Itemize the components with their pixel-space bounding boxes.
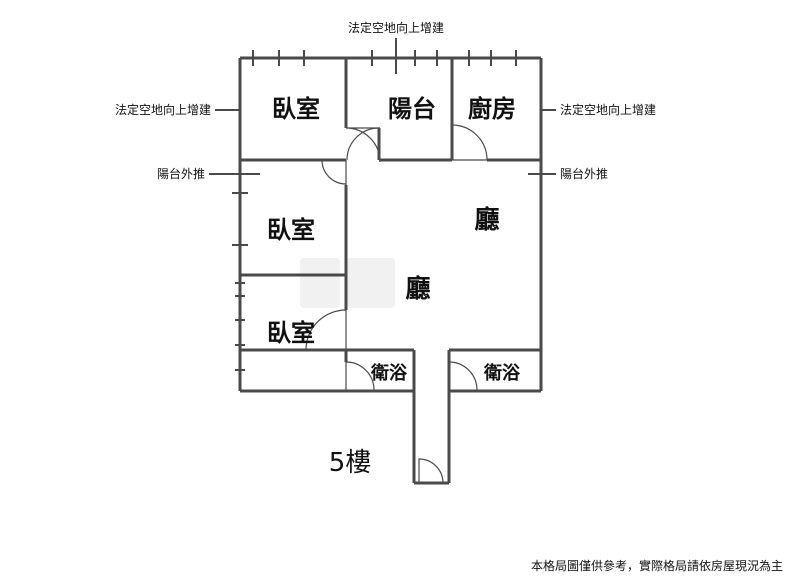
callouts xyxy=(209,38,556,175)
annotation-top-extension: 法定空地向上增建 xyxy=(348,20,444,35)
door-bedroom-bottom xyxy=(305,309,347,351)
door-balcony xyxy=(346,127,380,161)
room-label-bedroom-top: 臥室 xyxy=(272,95,320,123)
door-bathroom-left xyxy=(345,361,375,391)
doors xyxy=(305,124,488,484)
door-bathroom-right xyxy=(448,361,478,391)
room-label-bedroom-bottom: 臥室 xyxy=(267,319,315,347)
door-entrance xyxy=(418,458,444,484)
wall-ticks xyxy=(235,50,517,371)
floor-label: 5樓 xyxy=(329,448,372,478)
watermark xyxy=(300,258,395,308)
room-label-bathroom-left: 衛浴 xyxy=(370,362,408,384)
room-label-balcony: 陽台 xyxy=(388,95,436,123)
door-kitchen xyxy=(451,124,488,161)
annotation-left-balcony-push: 陽台外推 xyxy=(157,166,205,181)
disclaimer-text: 本格局圖僅供參考，實際格局請依房屋現況為主 xyxy=(531,558,783,573)
room-label-living-upper: 廳 xyxy=(474,205,499,234)
annotation-right-balcony-push: 陽台外推 xyxy=(560,166,608,181)
door-middle-bedroom xyxy=(321,159,347,185)
room-label-living-lower: 廳 xyxy=(405,274,430,303)
room-label-bathroom-right: 衛浴 xyxy=(483,362,521,384)
annotation-right-extension: 法定空地向上增建 xyxy=(560,102,656,117)
annotation-left-extension: 法定空地向上增建 xyxy=(115,102,211,117)
room-label-kitchen: 廚房 xyxy=(468,95,516,123)
room-label-bedroom-middle: 臥室 xyxy=(267,216,315,244)
